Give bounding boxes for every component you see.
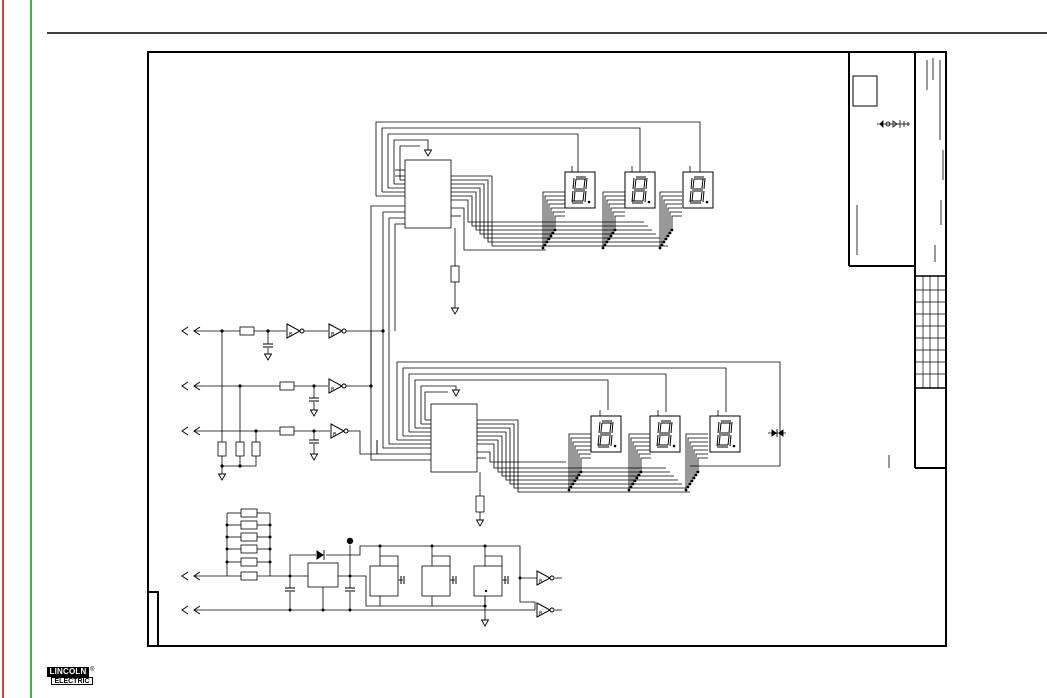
input-section <box>194 326 383 474</box>
digit-display-5 <box>649 415 681 453</box>
title-block <box>848 52 946 469</box>
logo-lincoln: LINCOLN <box>47 667 89 677</box>
power-dots <box>225 523 522 612</box>
input-dots <box>220 329 385 468</box>
power-caps <box>285 576 509 592</box>
lower-digits <box>590 415 741 453</box>
logo-registered-mark: ® <box>90 667 95 673</box>
digit-display-4 <box>590 415 622 453</box>
lincoln-electric-logo: LINCOLN ® ELECTRIC <box>47 667 97 686</box>
upper-fans <box>541 191 683 250</box>
legend-symbols <box>879 120 909 128</box>
diode-pair <box>771 429 784 437</box>
logo-electric: ELECTRIC <box>51 677 93 685</box>
digit-display-1 <box>564 171 596 209</box>
power-section <box>194 508 562 620</box>
corner-tab <box>147 591 159 647</box>
digit-display-2 <box>624 171 656 209</box>
power-diode <box>316 550 325 560</box>
digit-display-6 <box>709 415 741 453</box>
digit-display-3 <box>682 171 714 209</box>
upper-digits <box>564 171 714 209</box>
lower-fans <box>567 433 709 492</box>
drawing-frame <box>147 51 947 647</box>
left-margin-stripes <box>2 0 32 698</box>
upper-display-section <box>370 121 701 331</box>
lower-display-section <box>370 331 786 520</box>
